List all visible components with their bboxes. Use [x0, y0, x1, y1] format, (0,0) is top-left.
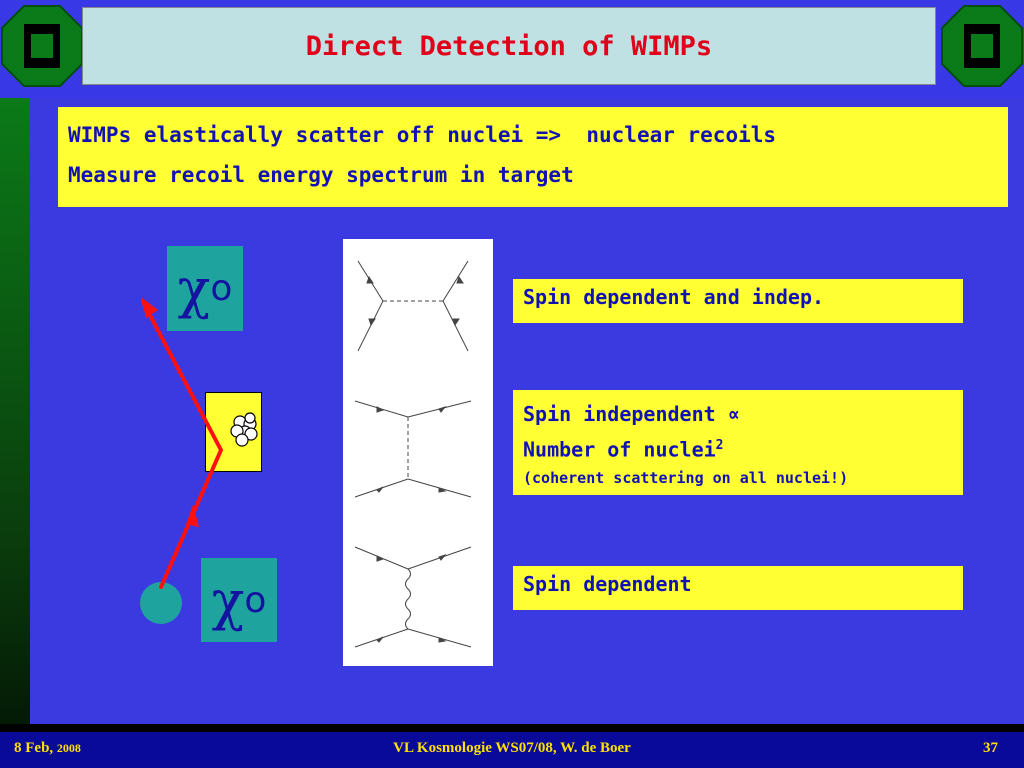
footer-band	[0, 732, 1024, 768]
chi-symbol: χ	[177, 257, 211, 320]
summary-box: WIMPs elastically scatter off nuclei => …	[58, 107, 1008, 207]
spin-independent-box: Spin independent ∝ Number of nuclei2 (co…	[513, 390, 963, 495]
summary-line-1: WIMPs elastically scatter off nuclei => …	[68, 123, 777, 147]
chi-symbol: χ	[211, 568, 245, 632]
footer-date: 8 Feb, 2008	[14, 740, 81, 757]
chi-charge: o	[244, 579, 267, 621]
footer-page-number: 37	[983, 740, 998, 756]
box1-text: Spin dependent and indep.	[523, 285, 825, 309]
left-accent-bar	[0, 98, 30, 724]
box2-line-1: Spin independent ∝	[523, 402, 740, 426]
spin-dependent-box: Spin dependent	[513, 566, 963, 610]
summary-line-2: Measure recoil energy spectrum in target	[68, 163, 574, 187]
box2-line-2-sup: 2	[715, 438, 724, 453]
footer-date-text: 8 Feb,	[14, 740, 54, 756]
slide-title-box: Direct Detection of WIMPs	[82, 7, 936, 85]
footer-year: 2008	[56, 741, 81, 755]
box3-text: Spin dependent	[523, 572, 692, 596]
box2-line-3: (coherent scattering on all nuclei!)	[523, 468, 849, 487]
footer-course: VL Kosmologie WS07/08, W. de Boer	[393, 740, 631, 756]
university-logo-right-icon	[941, 5, 1023, 87]
nucleus-icon	[230, 412, 258, 447]
university-logo-left-icon	[1, 5, 83, 87]
slide-title: Direct Detection of WIMPs	[305, 30, 713, 62]
box2-line-2-text: Number of nuclei	[523, 437, 716, 462]
feynman-diagrams-icon	[354, 260, 472, 648]
footer-divider	[0, 724, 1024, 732]
box2-line-2: Number of nuclei2	[523, 430, 953, 466]
target-nucleus-box	[205, 392, 262, 472]
feynman-diagrams-panel	[343, 239, 493, 666]
chi-charge: o	[210, 268, 233, 309]
spin-dependent-and-independent-box: Spin dependent and indep.	[513, 279, 963, 323]
